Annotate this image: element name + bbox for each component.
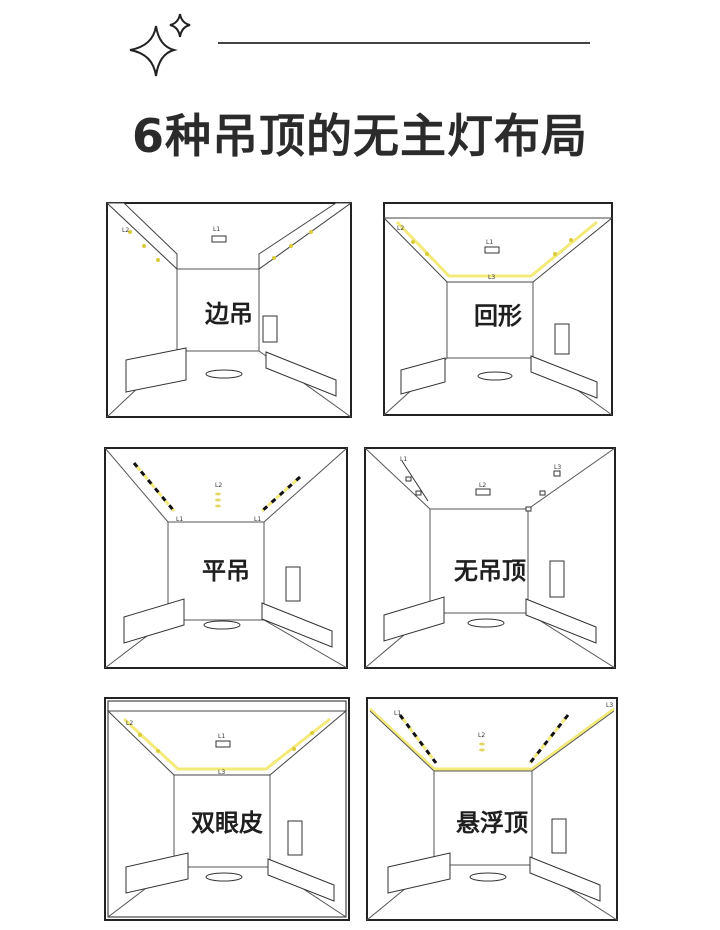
panel-label: 平吊 [202, 557, 250, 585]
panel-label: 无吊顶 [454, 557, 526, 585]
marker-label: L1 [176, 516, 183, 523]
panel-flat-ceiling: L1 L1 L2 平吊 [104, 447, 348, 669]
marker-label: L3 [554, 464, 561, 471]
marker-label: L2 [215, 482, 222, 489]
panel-label: 悬浮顶 [456, 809, 528, 837]
panel-side-ceiling: L1 L2 边吊 [106, 202, 352, 418]
room-diagram: L1 L2 L3 [104, 697, 350, 921]
marker-label: L3 [606, 702, 613, 709]
marker-label: L1 [394, 710, 401, 717]
marker-label: L1 [218, 733, 225, 740]
panel-floating-ceiling: L1 L2 L3 悬浮顶 [366, 697, 618, 921]
panel-no-ceiling: L1 L2 L3 无吊顶 [364, 447, 616, 669]
marker-label: L1 [400, 456, 407, 463]
room-diagram: L1 L2 L3 [366, 697, 618, 921]
marker-label: L2 [397, 225, 404, 232]
marker-label: L2 [478, 732, 485, 739]
panel-double-eyelid-ceiling: L1 L2 L3 双眼皮 [104, 697, 350, 921]
marker-label: L2 [126, 720, 133, 727]
panel-label: 回形 [474, 302, 522, 330]
marker-label: L1 [254, 516, 261, 523]
marker-label: L3 [218, 769, 225, 776]
marker-label: L2 [122, 227, 129, 234]
panel-loop-ceiling: L1 L2 L3 回形 [383, 202, 613, 416]
room-diagram: L1 L2 L3 [383, 202, 613, 416]
marker-label: L1 [213, 226, 220, 233]
room-diagram: L1 L2 [106, 202, 352, 418]
header-divider [218, 42, 590, 44]
page-title: 6种吊顶的无主灯布局 [131, 109, 588, 163]
room-diagram: L1 L2 L3 [364, 447, 616, 669]
sparkle-icon [129, 13, 191, 77]
room-diagram: L1 L1 L2 [104, 447, 348, 669]
panel-label: 边吊 [205, 300, 253, 328]
marker-label: L1 [486, 239, 493, 246]
marker-label: L3 [488, 274, 495, 281]
panel-label: 双眼皮 [191, 809, 263, 837]
marker-label: L2 [479, 482, 486, 489]
